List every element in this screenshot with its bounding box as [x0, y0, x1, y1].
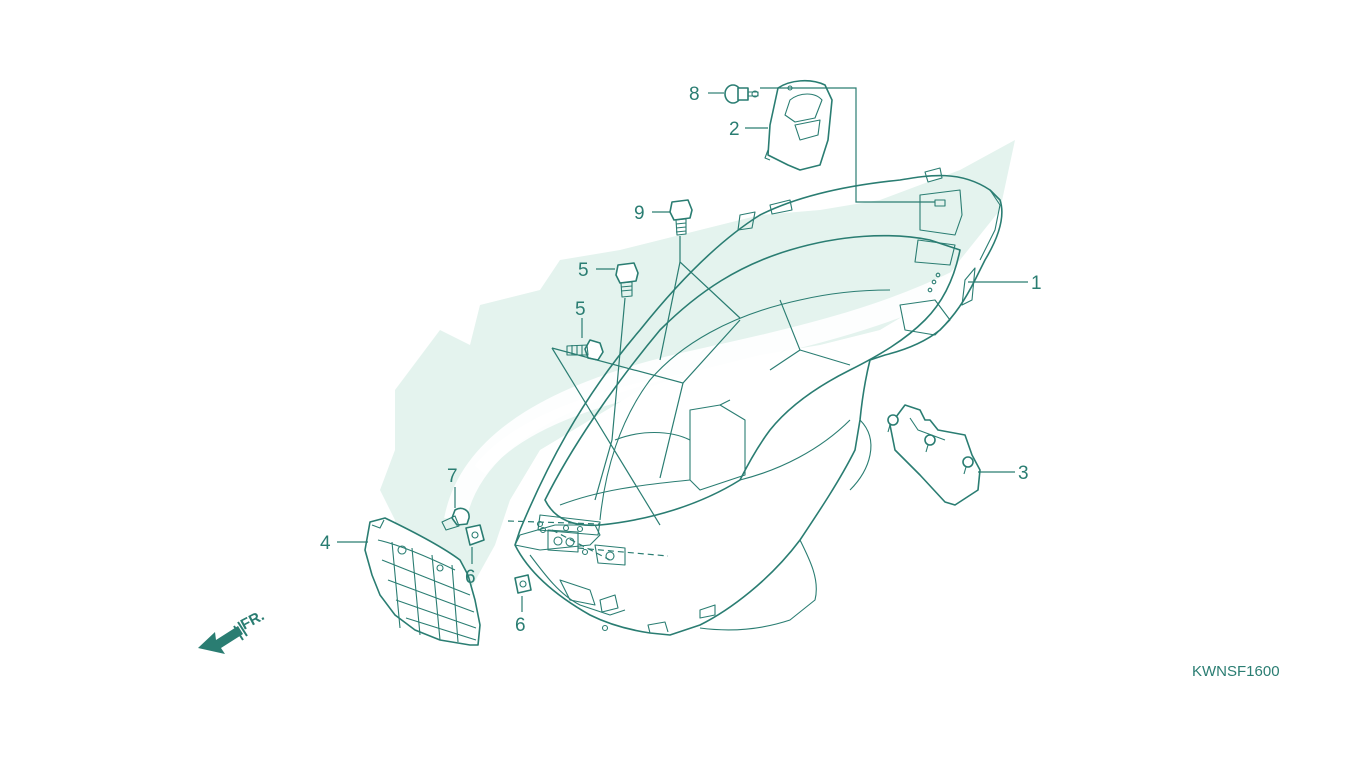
front-arrow: FR. — [198, 607, 267, 654]
callout-6-left: 6 — [465, 567, 476, 588]
rear-lid-cover — [764, 79, 833, 171]
callout-6-right: 6 — [515, 615, 526, 636]
callout-5-upper: 5 — [578, 260, 589, 281]
callout-4: 4 — [320, 533, 331, 554]
callout-1: 1 — [1031, 273, 1042, 294]
nut-6-left — [465, 524, 485, 546]
nut-6-right — [514, 574, 532, 594]
bracket-plate — [887, 404, 981, 506]
bolt-5-upper — [615, 262, 639, 298]
clip-part — [724, 84, 759, 104]
screw-7 — [441, 507, 470, 531]
bolt-9 — [669, 199, 693, 236]
callout-5-lower: 5 — [575, 299, 586, 320]
dashed-guides — [507, 520, 669, 561]
callout-8: 8 — [689, 84, 700, 105]
front-grille-cover — [364, 517, 481, 646]
callout-labels: 1 2 3 4 5 5 6 6 7 8 9 — [320, 84, 1042, 636]
callout-3: 3 — [1018, 463, 1029, 484]
callout-9: 9 — [634, 203, 645, 224]
leader-lines — [337, 87, 1028, 612]
callout-2: 2 — [729, 119, 740, 140]
diagram-code: KWNSF1600 — [1192, 663, 1280, 680]
callout-7: 7 — [447, 466, 458, 487]
